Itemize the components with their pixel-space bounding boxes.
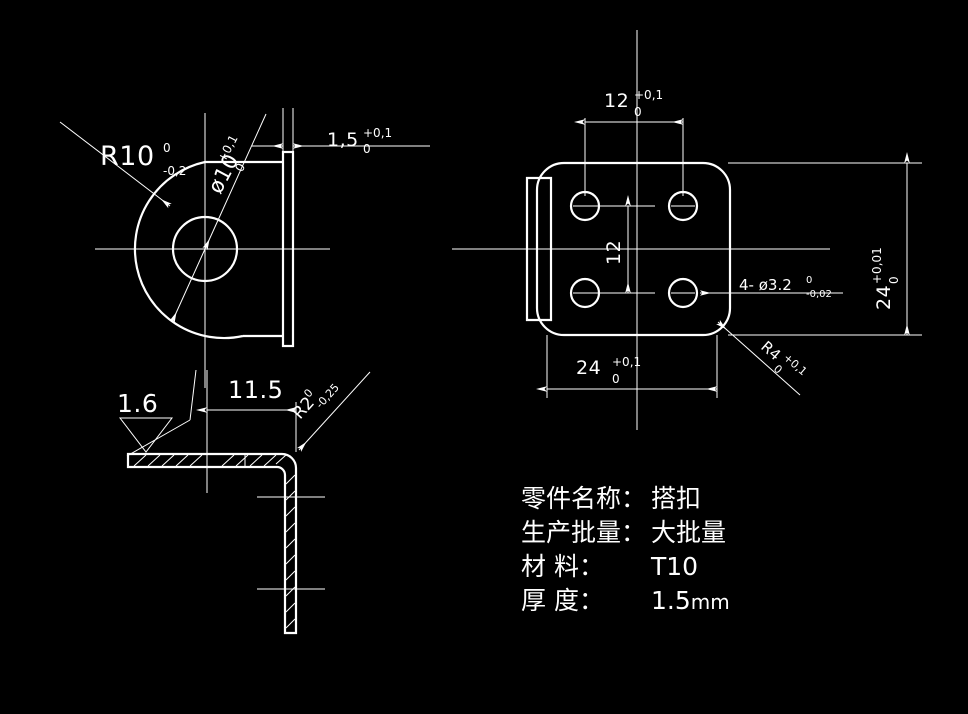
batch-label: 生产批量： — [521, 518, 647, 547]
material-value: T10 — [651, 552, 699, 581]
dim-hole-callout-sup: 0 — [806, 275, 812, 286]
dim-hole-spacing-h-sub: 0 — [634, 105, 642, 119]
thickness-unit: mm — [690, 590, 730, 614]
dim-plate-width: 24 +0,1 0 — [576, 355, 641, 386]
dim-hole-spacing-h: 12 +0,1 0 — [604, 88, 663, 119]
dim-thickness-sup: +0,1 — [363, 126, 392, 140]
material-label: 材 料： — [521, 552, 604, 581]
title-block-row-batch: 生产批量：大批量 — [521, 516, 730, 550]
dim-r10: R10 0 -0,2 — [100, 141, 186, 178]
title-block-row-material: 材 料： T10 — [521, 550, 730, 584]
dim-hole-spacing-v-base: 12 — [603, 240, 625, 265]
dim-corner-radius-sub: 0 — [771, 362, 785, 376]
dim-bend-radius-sub: -0,25 — [313, 381, 342, 411]
title-block-row-thickness: 厚 度： 1.5mm — [521, 584, 730, 618]
dim-dia10: ø10 +0,1 0 — [203, 132, 248, 197]
dim-hole-spacing-h-sup: +0,1 — [634, 88, 663, 102]
dim-surface-finish: 1.6 — [117, 389, 158, 418]
dim-r10-base: R10 — [100, 141, 155, 172]
dim-plate-height-sub: 0 — [887, 276, 901, 284]
dim-r10-sub: -0,2 — [163, 164, 186, 178]
dim-thickness-sub: 0 — [363, 142, 371, 156]
dim-hole-callout: 4- ø3.2 0 -0,02 — [739, 275, 832, 300]
dim-hole-spacing-h-base: 12 — [604, 90, 629, 112]
dim-plate-width-sup: +0,1 — [612, 355, 641, 369]
thickness-value: 1.5 — [651, 586, 691, 615]
dim-plate-width-sub: 0 — [612, 372, 620, 386]
dim-flange-length: 11.5 — [228, 376, 283, 404]
dim-plate-height: 24 +0,01 0 — [870, 247, 901, 310]
front-plate-view-geometry — [452, 30, 922, 430]
part-name-label: 零件名称： — [521, 484, 647, 513]
dim-plate-height-sup: +0,01 — [870, 247, 884, 284]
hole-bottom-right — [667, 277, 699, 309]
thickness-label: 厚 度： — [521, 586, 604, 615]
dim-hole-spacing-v: 12 — [603, 240, 625, 265]
dim-plate-width-base: 24 — [576, 357, 601, 379]
batch-value: 大批量 — [651, 518, 727, 547]
dim-thickness-base: 1,5 — [327, 129, 359, 151]
dim-thickness: 1,5 +0,1 0 — [327, 126, 392, 156]
dim-corner-radius: R4 +0,1 0 — [757, 337, 810, 378]
dim-hole-callout-sub: -0,02 — [806, 289, 832, 300]
dim-corner-radius-sup: +0,1 — [781, 351, 810, 378]
side-profile-view-geometry — [59, 108, 430, 388]
dim-bend-radius: R2 0 -0,25 — [289, 381, 342, 423]
title-block-row-part-name: 零件名称：搭扣 — [521, 482, 730, 516]
dim-plate-height-base: 24 — [873, 285, 895, 310]
dim-bend-radius-base: R2 — [289, 393, 319, 423]
part-name-value: 搭扣 — [651, 484, 702, 513]
bent-section-view-geometry — [118, 369, 371, 635]
dim-hole-callout-base: 4- ø3.2 — [739, 276, 792, 294]
title-block: 零件名称：搭扣 生产批量：大批量 材 料： T10 厚 度： 1.5mm — [521, 482, 730, 618]
dim-r10-sup: 0 — [163, 141, 171, 155]
